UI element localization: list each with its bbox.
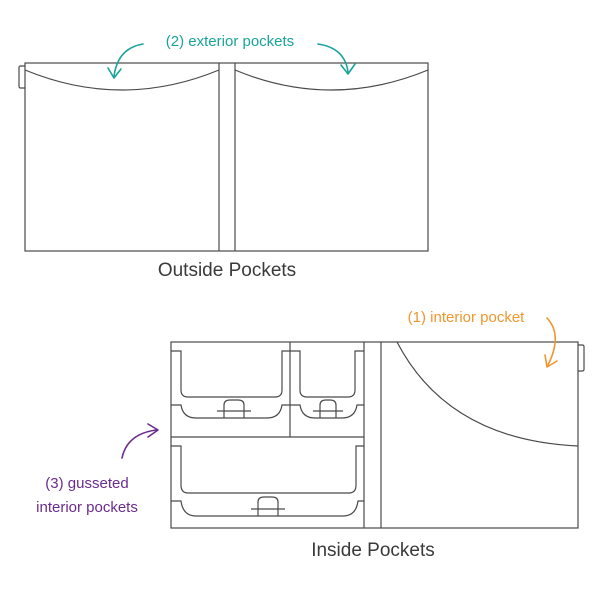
- interior-pocket-annotation: (1) interior pocket: [408, 309, 558, 368]
- inside-panel-body: [170, 341, 579, 529]
- gusseted-pockets-annotation: (3) gusseted interior pockets: [36, 423, 159, 516]
- exterior-pockets-annotation: (2) exterior pockets: [107, 33, 356, 79]
- teal-arrowhead-left: [107, 67, 122, 79]
- exterior-pockets-label: (2) exterior pockets: [166, 33, 294, 50]
- gusseted-pockets-label-line1: (3) gusseted: [45, 475, 128, 492]
- exterior-pocket-left-opening: [24, 69, 220, 91]
- gusseted-pockets-label-line2: interior pockets: [36, 499, 138, 516]
- interior-pocket-opening: [396, 341, 579, 447]
- inside-pockets-caption: Inside Pockets: [311, 540, 435, 561]
- orange-arrowhead: [544, 354, 558, 368]
- inside-pockets-panel: [170, 341, 585, 529]
- outside-pockets-panel: [18, 62, 429, 252]
- exterior-pocket-right-opening: [234, 69, 429, 91]
- purple-arrow: [121, 429, 157, 459]
- teal-arrowhead-right: [340, 63, 356, 75]
- gusseted-pocket-top-left: [171, 350, 290, 419]
- purple-arrowhead: [147, 423, 159, 438]
- gusseted-pocket-top-right: [290, 350, 364, 419]
- teal-arrow-right: [317, 43, 349, 73]
- interior-pocket-label: (1) interior pocket: [408, 309, 526, 326]
- gusseted-pocket-bottom: [171, 445, 364, 517]
- orange-arrow: [546, 317, 557, 366]
- outside-panel-body: [24, 62, 429, 252]
- teal-arrow-left: [113, 43, 144, 77]
- outside-pockets-caption: Outside Pockets: [158, 260, 296, 281]
